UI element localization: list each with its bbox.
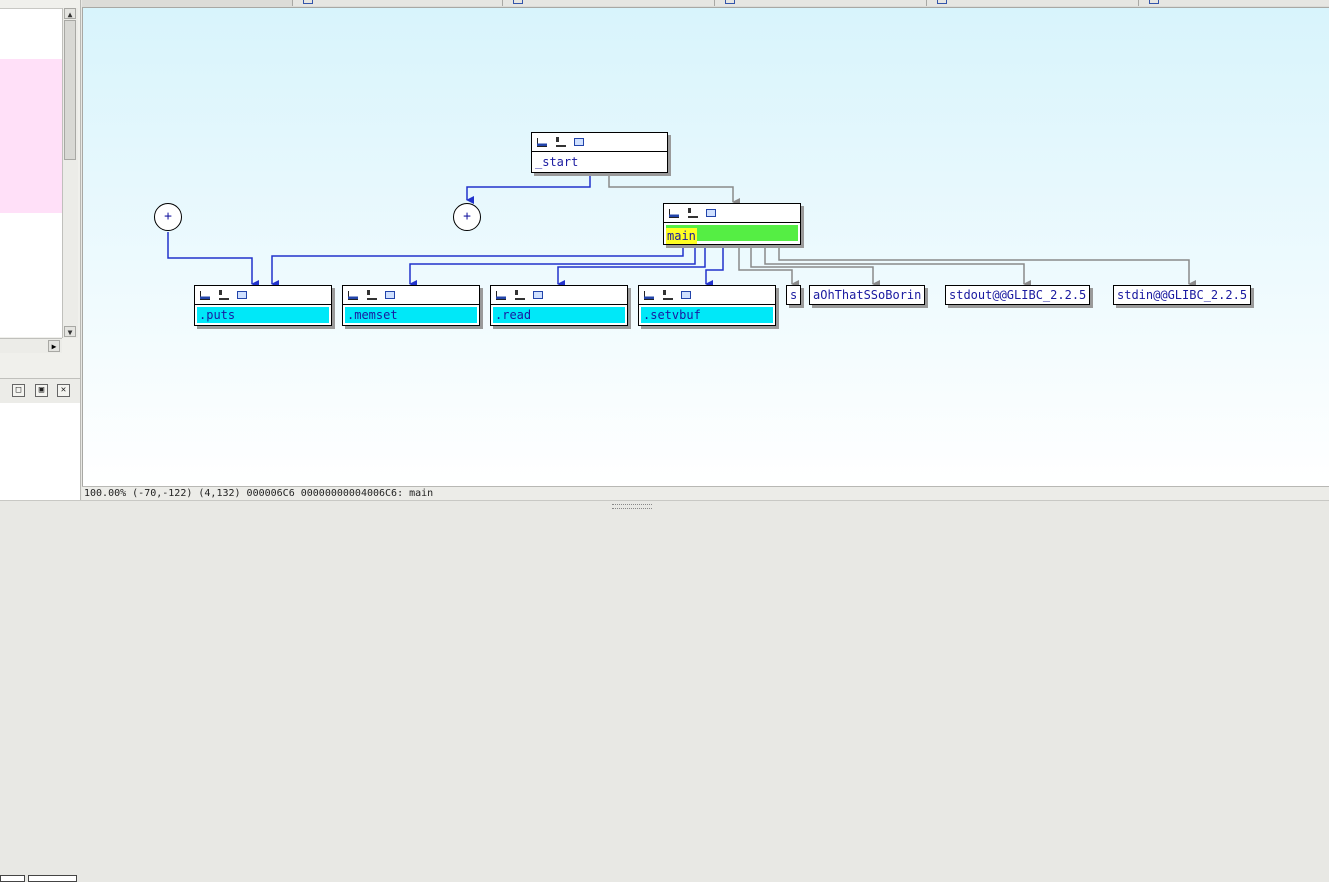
graph-status-bar: 100.00% (-70,-122) (4,132) 000006C6 0000… [82,486,1329,500]
node-memset[interactable]: .memset [342,285,480,326]
tab[interactable] [292,0,503,6]
tab[interactable] [502,0,715,6]
rename-icon[interactable] [533,291,543,299]
restore-icon[interactable]: ▣ [35,384,48,397]
tab[interactable] [714,0,927,6]
functions-list[interactable] [0,8,62,337]
close-icon[interactable]: ✕ [57,384,70,397]
node-label: .setvbuf [641,307,773,323]
rename-icon[interactable] [574,138,584,146]
scroll-thumb[interactable] [64,20,76,160]
rename-icon[interactable] [681,291,691,299]
data-ref-s[interactable]: s [786,285,802,305]
graph-edges [167,173,1196,288]
node-label: .read [493,307,625,323]
graph-overview-titlebar: □ ▣ ✕ [0,378,80,404]
output-panel-area [0,500,1329,531]
selected-rows-highlight [0,59,62,213]
overview-node [28,875,77,882]
xref-icon[interactable] [663,290,673,300]
edge-main-to-memset [409,245,696,288]
functions-panel: ▲ ▼ ▶ □ ▣ ✕ [0,0,81,882]
node-main[interactable]: main [663,203,801,245]
edge-main-to-aoh [750,245,880,288]
xref-icon[interactable] [219,290,229,300]
node-header [639,286,775,305]
edge-main-to-stdin [778,245,1196,288]
node-start[interactable]: _start [531,132,668,173]
overview-node [0,875,25,882]
node-label-selected: main [666,225,798,244]
edge-main-to-puts [271,245,684,288]
edge-main-to-setvbuf [705,245,724,288]
graph-icon[interactable] [200,291,210,300]
graph-overview[interactable] [0,403,80,882]
functions-horizontal-scrollbar[interactable]: ▶ [0,338,62,353]
view-icon [303,0,313,4]
node-puts[interactable]: .puts [194,285,332,326]
functions-vertical-scrollbar[interactable]: ▲ ▼ [62,8,78,338]
proximity-graph-view[interactable]: _start main + + .puts .memset [82,8,1329,486]
maximize-icon[interactable]: □ [12,384,25,397]
data-ref-aohthatssoborin[interactable]: aOhThatSSoBorin [809,285,926,305]
graph-icon[interactable] [496,291,506,300]
node-header [491,286,627,305]
graph-icon[interactable] [644,291,654,300]
xref-icon[interactable] [515,290,525,300]
xref-icon[interactable] [556,137,566,147]
scroll-up-button[interactable]: ▲ [64,8,76,19]
edge-start-to-collapsed [466,173,591,204]
edge-collapsed-to-puts [167,232,259,288]
collapsed-group-expand[interactable]: + [154,203,182,231]
graph-icon[interactable] [348,291,358,300]
node-label: main [666,228,697,244]
xref-icon[interactable] [688,208,698,218]
edge-main-to-read [557,245,706,288]
data-ref-stdout[interactable]: stdout@@GLIBC_2.2.5 [945,285,1091,305]
collapsed-group-expand[interactable]: + [453,203,481,231]
tab[interactable] [1138,0,1329,6]
node-setvbuf[interactable]: .setvbuf [638,285,776,326]
scroll-down-button[interactable]: ▼ [64,326,76,337]
rename-icon[interactable] [385,291,395,299]
node-header [664,204,800,223]
node-header [195,286,331,305]
node-label: _start [535,155,579,169]
edge-main-to-stdout [764,245,1031,288]
node-label: .memset [345,307,477,323]
tab[interactable] [926,0,1139,6]
view-tab-bar [82,0,1329,8]
view-icon [937,0,947,4]
xref-icon[interactable] [367,290,377,300]
scroll-right-button[interactable]: ▶ [48,340,60,352]
splitter-grip[interactable] [612,504,652,509]
node-read[interactable]: .read [490,285,628,326]
node-header [343,286,479,305]
graph-icon[interactable] [669,209,679,218]
node-label: .puts [197,307,329,323]
graph-icon[interactable] [537,138,547,147]
edge-start-to-main [608,173,740,206]
edge-main-to-s [738,245,799,288]
node-header [532,133,667,152]
view-icon [1149,0,1159,4]
rename-icon[interactable] [706,209,716,217]
data-ref-stdin[interactable]: stdin@@GLIBC_2.2.5 [1113,285,1252,305]
view-icon [513,0,523,4]
rename-icon[interactable] [237,291,247,299]
view-icon [725,0,735,4]
